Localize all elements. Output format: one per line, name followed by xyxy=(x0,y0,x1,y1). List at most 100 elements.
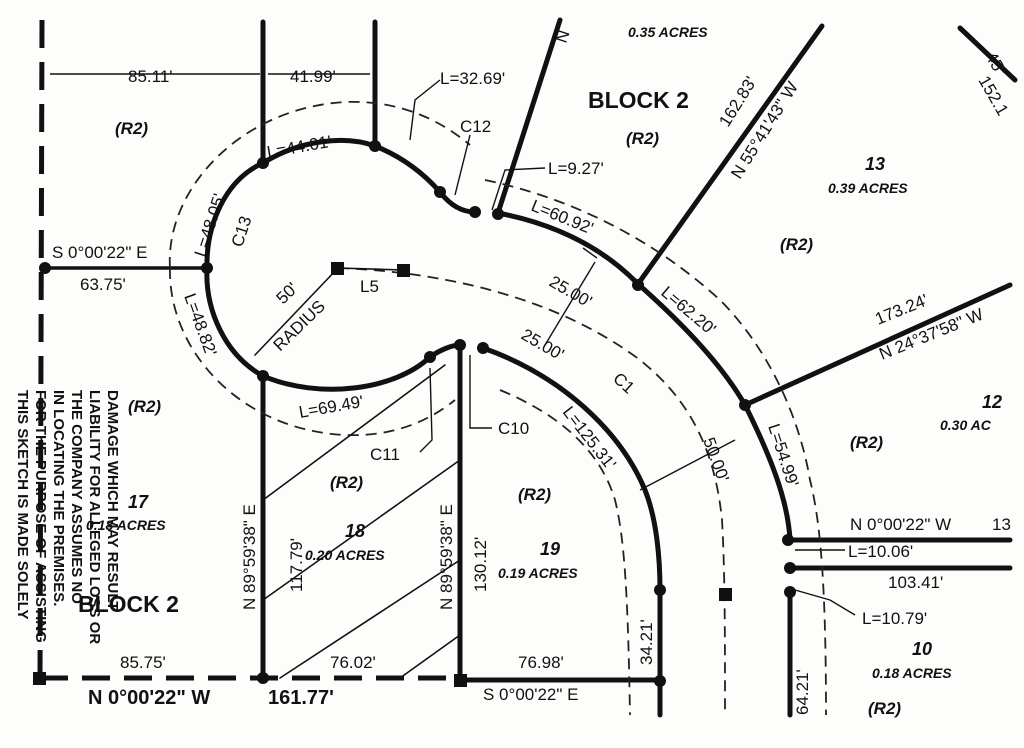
corner-dot xyxy=(424,351,436,363)
bearing-label: N 89°59'38" E xyxy=(437,504,456,610)
block-label-bottom: BLOCK 2 xyxy=(78,591,179,617)
dim-label: L=69.49' xyxy=(297,392,364,422)
dim-label: L=10.79' xyxy=(862,609,927,628)
radius-line xyxy=(254,267,339,356)
corner-label: 152.1 xyxy=(975,73,1013,119)
lot-number: 18 xyxy=(345,521,365,541)
monument-square xyxy=(397,264,410,277)
arc-c1-outer xyxy=(495,210,793,543)
dim-label: 34.21' xyxy=(637,619,656,665)
disclaimer-line: THIS SKETCH IS MADE SOLELY xyxy=(14,390,31,619)
radius-label: RADIUS xyxy=(270,297,329,355)
lot-acres: 0.18 ACRES xyxy=(872,665,952,681)
disclaimer-line: IN LOCATING THE PREMISES. xyxy=(50,390,67,606)
corner-dot xyxy=(654,675,666,687)
monument-square xyxy=(719,588,732,601)
corner-dot xyxy=(477,342,489,354)
dim-label: L=48.82' xyxy=(180,291,220,359)
corner-dot xyxy=(739,399,751,411)
dim-50-00 xyxy=(639,439,736,491)
leader-c10 xyxy=(469,355,492,429)
dim-label: 25.00' xyxy=(546,272,595,311)
arc-l125 xyxy=(480,345,663,593)
zone-label: (R2) xyxy=(128,397,161,416)
lot-line-north xyxy=(495,17,563,216)
lot-number: 19 xyxy=(540,539,560,559)
corner-dot xyxy=(201,262,213,274)
zone-label: (R2) xyxy=(626,129,659,148)
bearing-label: S 0°00'22" E xyxy=(52,243,147,262)
lot-18-hatch xyxy=(262,364,461,679)
corner-dot xyxy=(257,672,269,684)
cul-de-sac-dashed-lower xyxy=(169,267,456,436)
corner-dot xyxy=(369,140,381,152)
curve-label: C11 xyxy=(370,445,400,464)
leader-l9 xyxy=(491,167,546,211)
lot-line-n55 xyxy=(635,23,825,287)
bearing-label: N 0°00'22" W xyxy=(850,515,951,534)
row-dashed-outer xyxy=(484,179,827,716)
cul-de-sac-dashed-upper xyxy=(168,101,471,269)
dim-label: L=44.01' xyxy=(265,132,332,162)
lot-acres: 0.19 ACRES xyxy=(498,565,578,581)
zone-label: (R2) xyxy=(868,699,901,718)
row-dashed-inner xyxy=(499,389,631,716)
hatch-line xyxy=(279,559,461,679)
corner-dot xyxy=(784,562,796,574)
dim-label: L=9.27' xyxy=(548,159,604,178)
lot-number: 10 xyxy=(912,639,932,659)
lot-number: 13 xyxy=(992,515,1011,534)
dim-label: 50.00' xyxy=(699,435,733,485)
hatch-line xyxy=(262,459,461,601)
lot-number: 17 xyxy=(128,492,149,512)
corner-dot xyxy=(434,186,446,198)
dim-label: 76.98' xyxy=(518,653,564,672)
arc-l69 xyxy=(260,342,463,392)
monument-square xyxy=(33,672,46,685)
dim-label: 85.75' xyxy=(120,653,166,672)
dim-label: L=10.06' xyxy=(848,542,913,561)
corner-dot xyxy=(782,534,794,546)
arc-c13-upper xyxy=(204,160,266,271)
zone-label: (R2) xyxy=(115,119,148,138)
curve-label: C10 xyxy=(498,419,529,438)
leader-l32 xyxy=(409,79,441,141)
lot-acres: 0.30 AC xyxy=(940,417,992,433)
dim-label: 130.12' xyxy=(471,537,490,592)
dim-label: 25.00' xyxy=(518,325,567,364)
disclaimer-line: DAMAGE WHICH MAY RESULT xyxy=(104,390,121,611)
curve-label: C12 xyxy=(460,117,491,136)
zone-label: (R2) xyxy=(780,235,813,254)
block-label-top: BLOCK 2 xyxy=(588,87,689,113)
hatch-line xyxy=(399,634,461,679)
lot-acres: 0.18 ACRES xyxy=(86,517,166,533)
disclaimer-line: THE COMPANY ASSUMES NO xyxy=(68,390,85,604)
arc-c12 xyxy=(372,143,478,215)
radius-value: 50' xyxy=(273,279,302,308)
bearing-label: N xyxy=(552,28,574,46)
right-of-way xyxy=(168,101,827,716)
corner-dot xyxy=(469,206,481,218)
leader-l10-79 xyxy=(794,589,856,616)
lot-number: 13 xyxy=(865,154,885,174)
lot-line-n24 xyxy=(742,282,1013,408)
zone-label: (R2) xyxy=(330,473,363,492)
dim-label: L=32.69' xyxy=(440,69,505,88)
line-label: L5 xyxy=(360,277,379,296)
corner-dot xyxy=(257,157,269,169)
lot-acres: 0.35 ACRES xyxy=(628,24,708,40)
bearing-label: N 0°00'22" W xyxy=(88,687,210,709)
dim-25-b xyxy=(544,261,596,346)
arc-c13-lower xyxy=(204,265,266,379)
corner-dot xyxy=(492,208,504,220)
corner-dot xyxy=(654,584,666,596)
lot-line-corner xyxy=(957,25,1018,83)
curve-label: C1 xyxy=(609,369,638,398)
dim-label: 41.99' xyxy=(290,67,336,86)
dim-label: 64.21' xyxy=(793,669,812,715)
lot-number: 12 xyxy=(982,392,1002,412)
line-l5 xyxy=(337,267,404,271)
zone-label: (R2) xyxy=(518,485,551,504)
monument-square xyxy=(454,674,467,687)
